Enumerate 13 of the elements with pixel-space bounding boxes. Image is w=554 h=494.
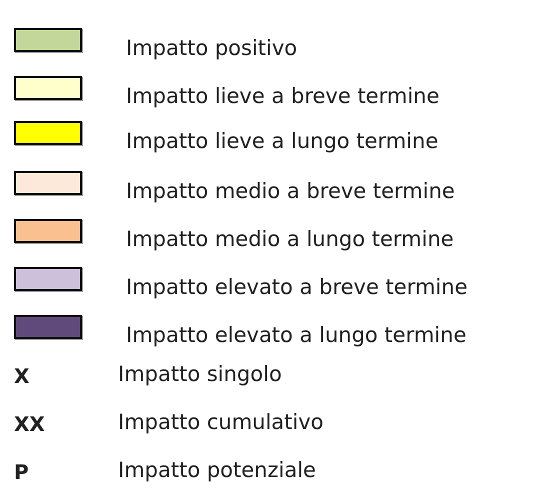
legend-label: Impatto medio a breve termine (126, 179, 455, 203)
symbol-description: Impatto singolo (118, 362, 282, 386)
symbol-description: Impatto cumulativo (118, 410, 324, 434)
legend-label: Impatto positivo (126, 36, 298, 60)
legend-label: Impatto lieve a lungo termine (126, 129, 438, 153)
legend-label: Impatto elevato a lungo termine (126, 323, 466, 347)
legend-label: Impatto elevato a breve termine (126, 275, 468, 299)
impact-symbol: P (14, 460, 29, 484)
legend-label: Impatto lieve a breve termine (126, 84, 440, 108)
symbol-description: Impatto potenziale (118, 458, 316, 482)
legend-label: Impatto medio a lungo termine (126, 227, 454, 251)
impact-symbol: XX (14, 412, 45, 436)
impact-symbol: X (14, 364, 30, 388)
